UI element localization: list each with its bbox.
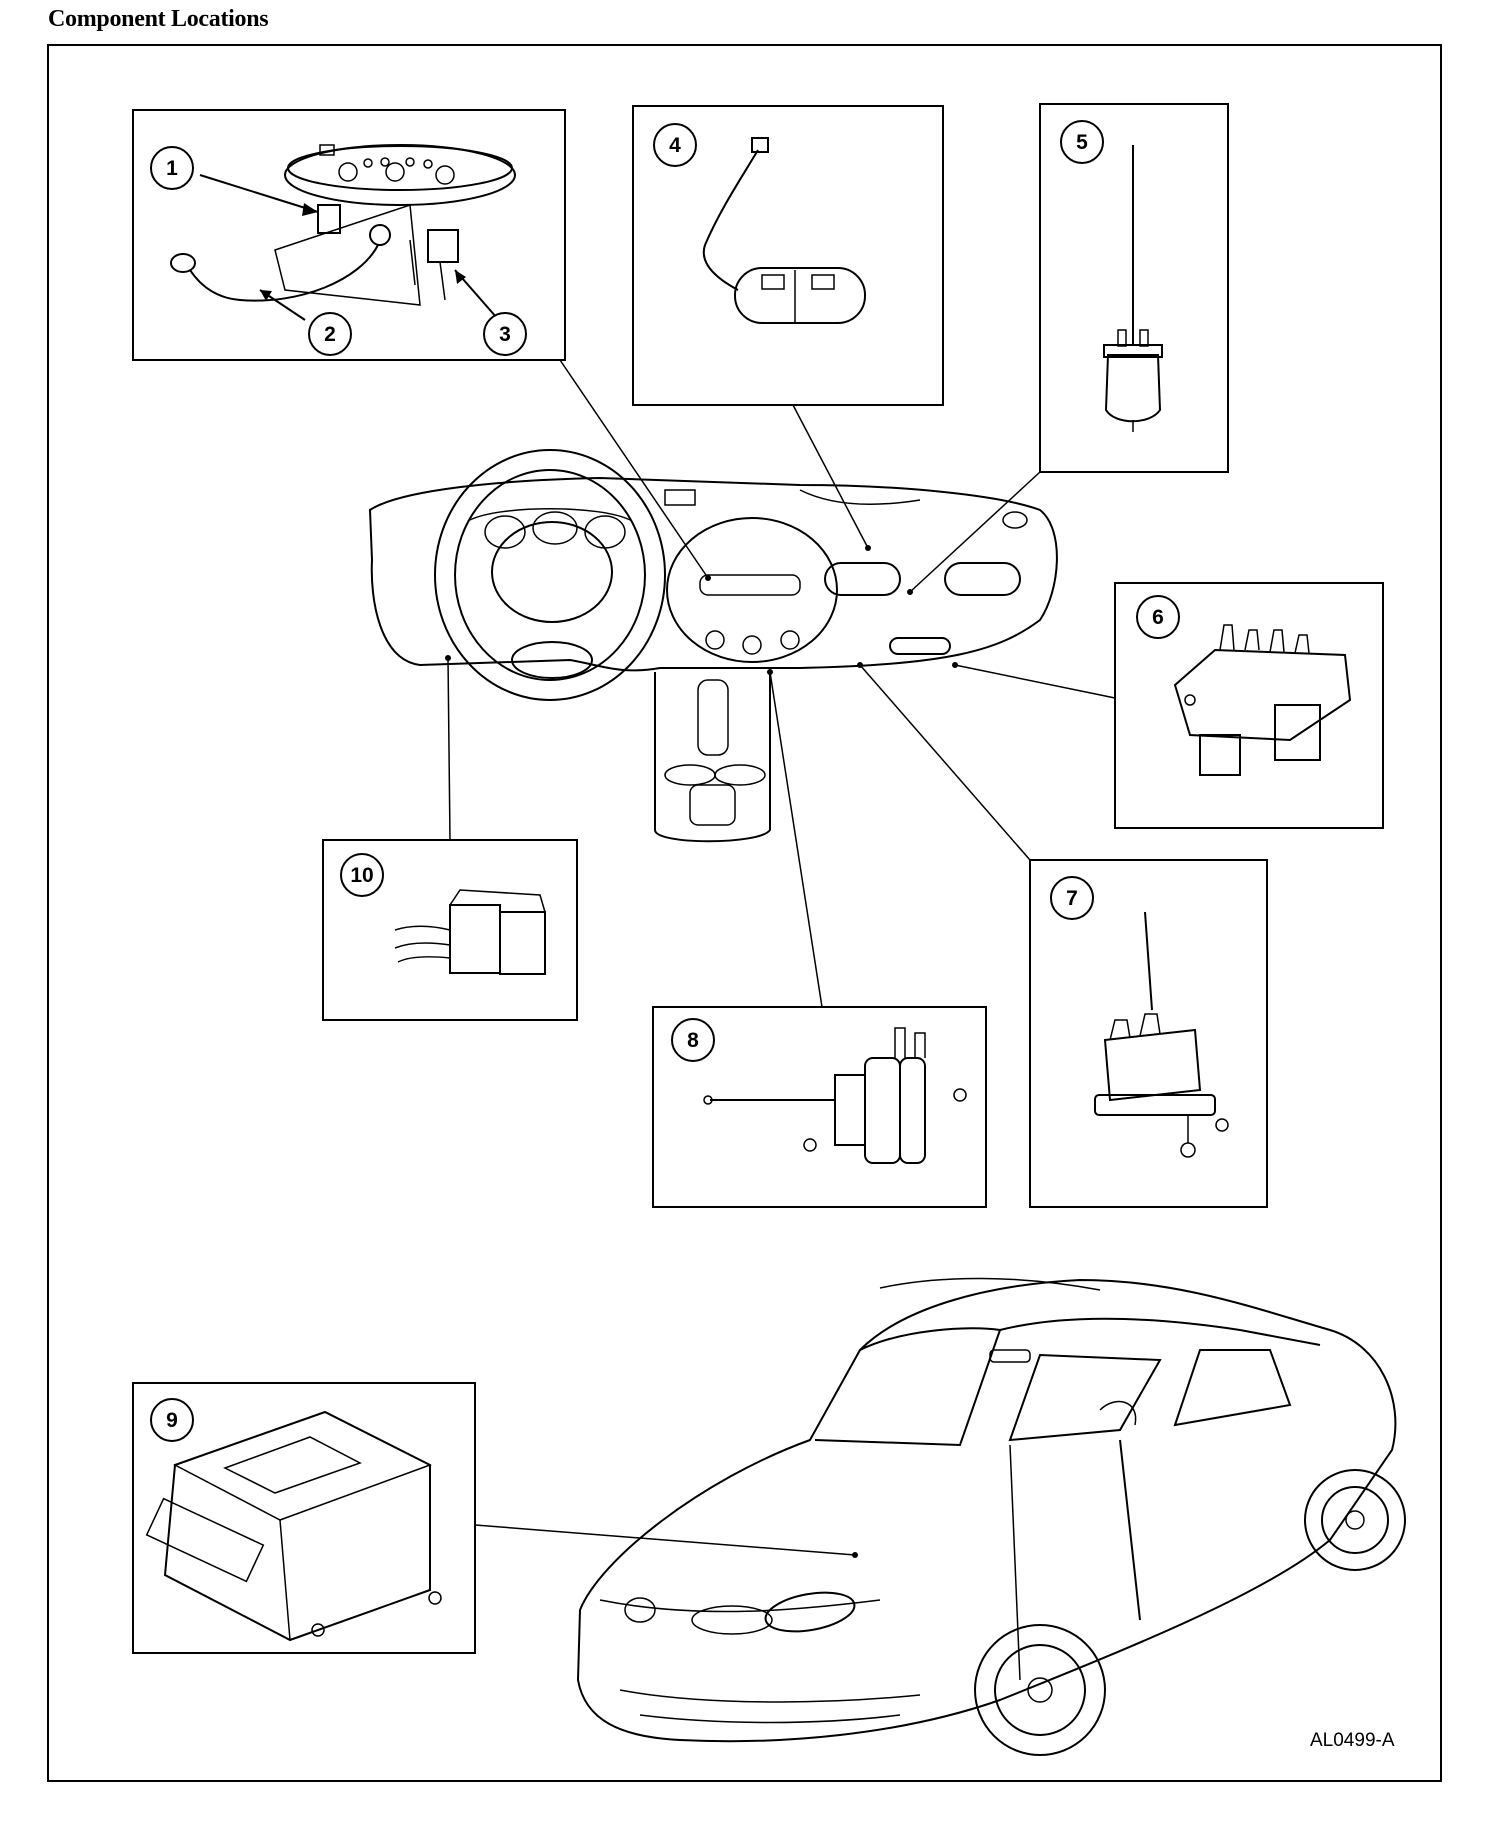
callout-7: 7	[1066, 887, 1078, 910]
callout-1: 1	[166, 157, 178, 180]
instrument-panel-illustration	[368, 449, 1058, 843]
callout-10: 10	[350, 864, 373, 887]
leader-lines	[445, 359, 1116, 1558]
inset-control-module: 9	[132, 1382, 476, 1654]
callout-8: 8	[687, 1029, 699, 1052]
inset-control-head: 1 2 3	[132, 109, 566, 361]
diagram-frame	[47, 44, 1442, 1782]
callout-6: 6	[1152, 606, 1164, 629]
callout-9: 9	[166, 1409, 178, 1432]
inset-blower-resistor: 6	[1114, 582, 1384, 829]
callout-4: 4	[669, 134, 681, 157]
inset-actuator-5: 5	[1039, 103, 1229, 473]
callout-5: 5	[1076, 131, 1088, 154]
inset-relay: 10	[322, 839, 578, 1021]
vehicle-illustration	[576, 1277, 1406, 1756]
page-title: Component Locations	[48, 6, 269, 32]
inset-actuator-7: 7	[1029, 859, 1268, 1208]
callout-3: 3	[499, 323, 511, 346]
figure-code: AL0499-A	[1310, 1730, 1395, 1751]
inset-actuator-8: 8	[652, 1006, 987, 1208]
inset-vacuum-reservoir: 4	[632, 105, 944, 406]
callout-2: 2	[324, 323, 336, 346]
